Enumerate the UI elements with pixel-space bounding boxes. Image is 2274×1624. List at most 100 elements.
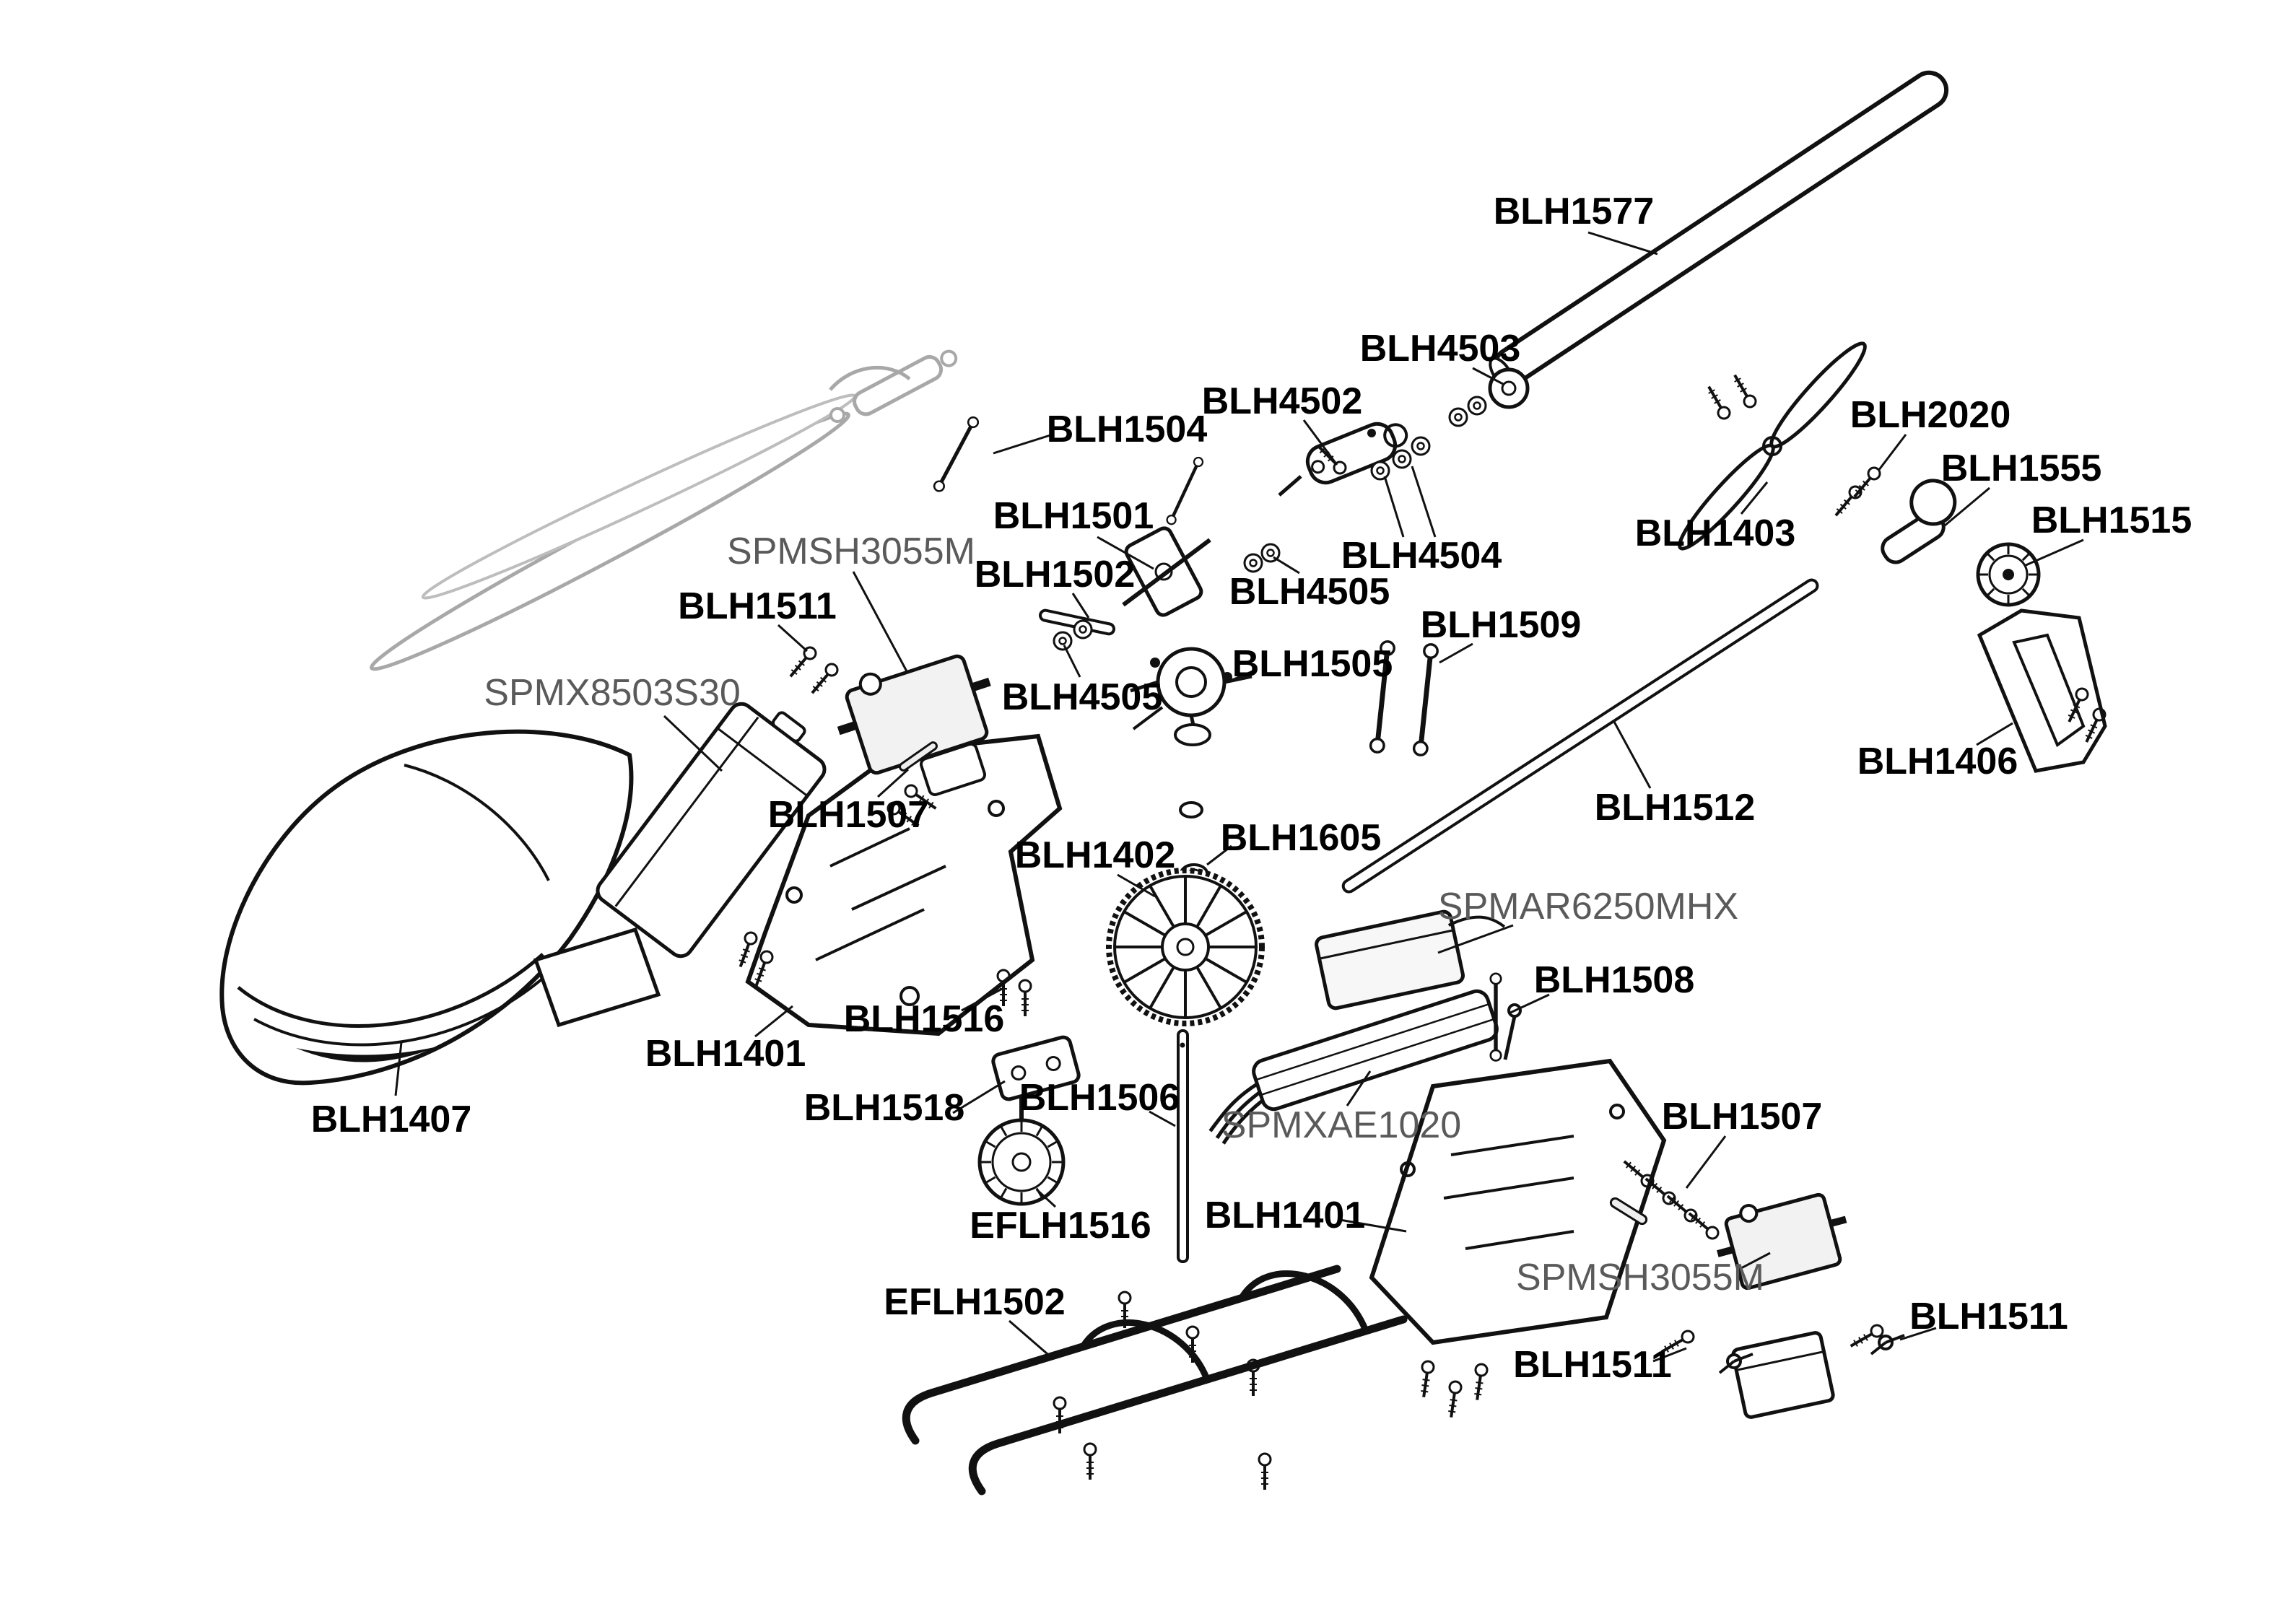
screw-shape [1728,370,1759,411]
antenna-shape [1447,915,1506,928]
screw-shape [1258,1452,1272,1491]
vertical-fin-shape [1977,608,2107,773]
antirotation-guide-shape [991,1035,1081,1101]
part-label-blh1555: BLH1555 [1940,448,2102,489]
part-label-blh1501: BLH1501 [993,495,1154,537]
skid-bow-shape [1079,1319,1211,1383]
part-label-blh4504: BLH4504 [1341,535,1502,577]
screw-shape [1702,382,1733,422]
washer-shape [1467,396,1487,416]
servo-horn-shape [1718,1353,1754,1374]
head-block-shape [1124,526,1203,617]
ball-link-shape [1367,429,1376,437]
canopy-stripe-shape [237,953,544,1028]
cyclic-servo-top-shape [837,654,991,775]
part-label-blh1502: BLH1502 [974,554,1136,595]
skid-rail-shape [968,1315,1408,1496]
battery-shape [596,702,827,959]
canopy-stripe-2-shape [253,974,547,1047]
feathering-spindle-shape [1122,538,1211,607]
blade-grip-gray-shape [853,349,958,416]
battery-connector-shape [771,711,806,743]
part-label-blh1505: BLH1505 [1232,643,1393,685]
screw-shape [1083,1442,1097,1481]
part-label-blh1512: BLH1512 [1594,787,1756,829]
boom-base-disc-shape [1488,367,1530,409]
part-label-blh4502: BLH4502 [1201,380,1363,422]
servo-pin-shape [899,741,938,772]
part-label-blh1516: BLH1516 [843,998,1005,1040]
canopy-window-shape [404,764,550,881]
part-label-blh1406: BLH1406 [1857,741,2018,782]
main-shaft-shape [1177,1029,1189,1263]
part-label-blh1515: BLH1515 [2031,499,2192,541]
part-label-eflh1502: EFLH1502 [884,1281,1066,1323]
part-label-blh1507-right: BLH1507 [1661,1096,1823,1138]
gear-spokes-shape [1115,876,1256,1018]
part-label-blh1504: BLH1504 [1046,409,1208,450]
screw-shape [1848,463,1884,502]
servo-horn-shape [1870,1334,1905,1355]
screw-shape [806,660,842,699]
esc-shape [1208,989,1499,1145]
part-label-spmsh3055m-bottom: SPMSH3055M [1516,1257,1764,1298]
servo-pin-shape [1609,1197,1648,1226]
part-label-blh2020: BLH2020 [1850,394,2011,436]
frame-slots-shape [815,827,946,961]
part-label-blh1508: BLH1508 [1533,959,1695,1001]
tail-rotor-shape [1678,341,1867,551]
tail-servo-shape [1717,1192,1847,1291]
part-label-blh4503: BLH4503 [1359,328,1521,370]
main-motor-shape [977,1096,1066,1206]
part-label-blh1518: BLH1518 [803,1087,965,1129]
part-label-blh4505-upper: BLH4505 [1229,571,1390,613]
leader-lines-path [394,231,2084,1363]
servo-output-shape [858,672,882,696]
screw-shape [1683,1207,1722,1243]
part-label-blh1402: BLH1402 [1014,834,1176,876]
linkage-rod-shape [933,416,980,493]
gray-ball-shape [829,407,845,423]
part-label-blh1605: BLH1605 [1220,817,1382,859]
foam-pad-shape [533,927,661,1028]
part-label-blh1511-bottom: BLH1511 [1513,1344,1672,1386]
screw-shape [784,643,820,682]
main-frame-right-shape [1369,1003,1667,1345]
part-label-blh1401-right: BLH1401 [1204,1195,1366,1236]
part-label-blh1511-right: BLH1511 [1909,1296,2068,1337]
swashplate-shape [1130,647,1253,746]
part-label-eflh1516: EFLH1516 [970,1205,1151,1247]
screw-shape [1444,1379,1464,1420]
linkage-rod-shape [1166,456,1204,525]
canopy-vent-shape [296,1047,437,1062]
screw-shape [1470,1361,1490,1402]
part-label-blh1407: BLH1407 [310,1099,472,1140]
tail-case-shape [1881,479,1957,564]
part-label-blh1511-top: BLH1511 [678,585,837,627]
washer-shape [1243,553,1263,573]
washer-shape [1392,449,1412,469]
screw-shape [1018,979,1032,1018]
part-label-blh1401-left: BLH1401 [645,1033,806,1075]
part-label-spmar6250mhx: SPMAR6250MHX [1437,886,1739,927]
blade-grip-shape [1305,422,1408,485]
gray-linkage-shape [829,365,911,391]
canopy-post-shape [1503,1016,1517,1060]
cyclic-servo-bottom-shape [1731,1331,1835,1419]
part-label-blh4505-lower: BLH4505 [1001,676,1163,718]
canopy-shape [219,729,634,1086]
main-gear-shape [1106,868,1265,1026]
washer-shape [1073,619,1093,639]
washer-shape [1448,407,1468,427]
tail-shaft-shape [1341,578,1819,894]
swash-lower-ring-shape [1174,723,1211,746]
washer-shape [1053,631,1073,651]
screw-shape [1416,1358,1437,1400]
linkage-rod-shape [1413,644,1438,756]
part-label-blh1506: BLH1506 [1019,1077,1180,1119]
part-label-spmxae1020: SPMXAE1020 [1221,1104,1462,1146]
landing-skid-shape [902,1265,1408,1496]
part-label-blh1509: BLH1509 [1420,604,1582,646]
